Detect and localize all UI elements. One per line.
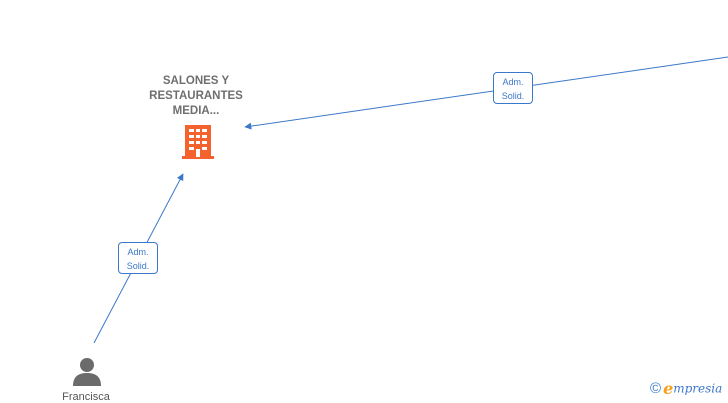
company-name-line-3: MEDIA... xyxy=(172,105,220,117)
person-icon[interactable] xyxy=(71,356,103,386)
company-name[interactable]: SALONES Y RESTAURANTES MEDIA... xyxy=(136,74,256,119)
edge-right-to-company xyxy=(244,56,728,130)
copyright-icon: © xyxy=(650,380,662,397)
relation-badge-person[interactable]: Adm. Solid. xyxy=(118,242,158,274)
brand-logo-text: mpresia xyxy=(673,381,723,396)
company-name-line-1: SALONES Y xyxy=(162,75,230,87)
building-icon[interactable] xyxy=(182,124,214,160)
relation-badge-line-2: Solid. xyxy=(126,261,150,271)
company-name-line-2: RESTAURANTES xyxy=(149,90,243,102)
relation-badge-line-2: Solid. xyxy=(501,91,525,101)
relation-badge-line-1: Adm. xyxy=(502,77,524,87)
empresia-watermark: ©empresia xyxy=(650,379,728,399)
relation-badge-line-1: Adm. xyxy=(127,247,149,257)
relation-badge-right[interactable]: Adm. Solid. xyxy=(493,72,533,104)
brand-logo-initial: e xyxy=(663,379,674,398)
person-name[interactable]: Francisca xyxy=(62,391,110,403)
